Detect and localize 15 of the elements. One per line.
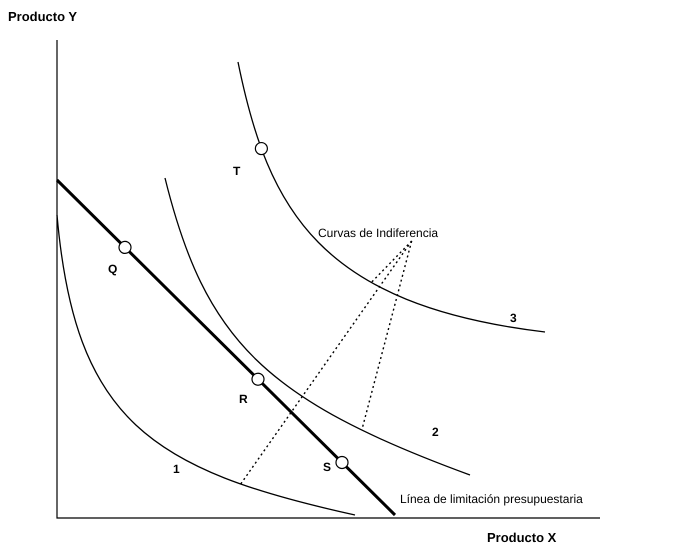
indifference-curve	[164, 178, 470, 476]
callout-text: Curvas de Indiferencia	[318, 226, 438, 240]
curve-number: 1	[173, 462, 180, 476]
leader-line	[370, 240, 412, 283]
point-label: S	[323, 460, 332, 474]
point-label: T	[233, 164, 240, 178]
curve-number: 2	[432, 425, 439, 439]
point-label: Q	[108, 262, 118, 276]
axis-title: Producto Y	[8, 10, 78, 24]
curve-number: 3	[510, 311, 517, 325]
line-label: Línea de limitación presupuestaria	[400, 492, 583, 506]
indifference-curve	[56, 214, 356, 516]
axis-title: Producto X	[487, 531, 556, 545]
point-label: R	[239, 392, 248, 406]
leader-line	[361, 240, 412, 430]
